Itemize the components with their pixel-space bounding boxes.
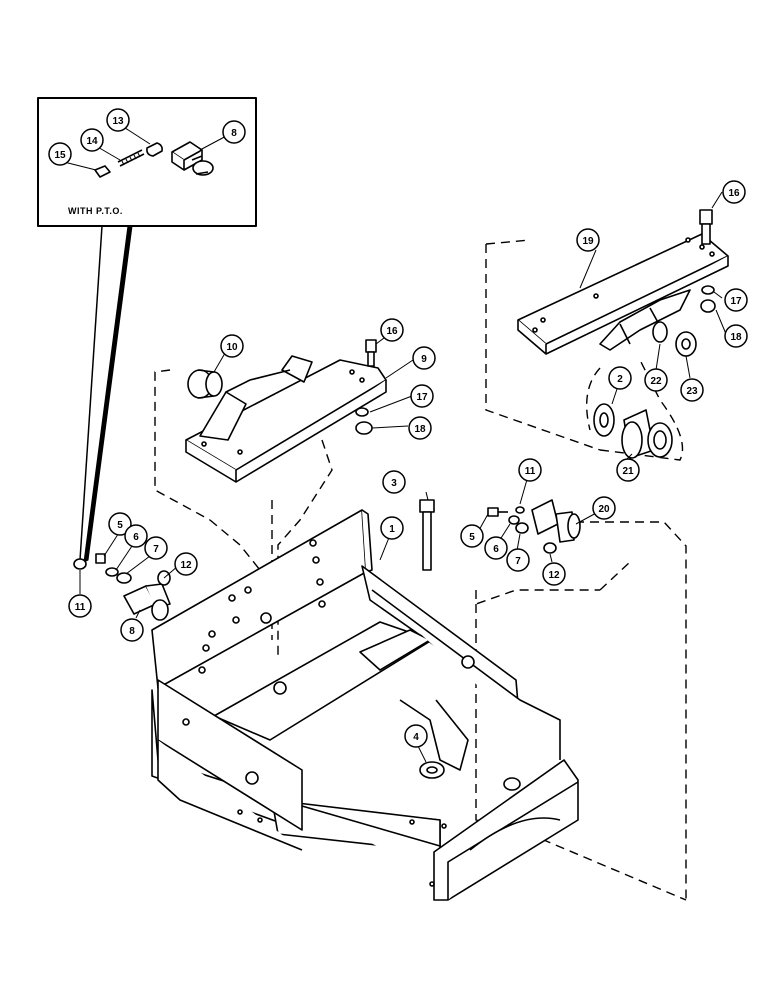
svg-text:9: 9 — [421, 354, 427, 365]
svg-text:4: 4 — [413, 732, 419, 743]
callout-7-left: 7 — [144, 536, 168, 560]
bushing-10 — [187, 369, 223, 399]
inset-pin-8 — [171, 141, 214, 176]
callout-5-right: 5 — [460, 524, 484, 548]
callout-19: 19 — [576, 228, 600, 252]
svg-text:17: 17 — [730, 296, 742, 307]
svg-text:13: 13 — [112, 116, 124, 127]
bushing-2-washers-21 — [593, 403, 673, 459]
svg-text:20: 20 — [598, 504, 610, 515]
svg-text:19: 19 — [582, 236, 594, 247]
callout-12-left: 12 — [174, 552, 198, 576]
svg-text:14: 14 — [86, 136, 98, 147]
svg-text:16: 16 — [386, 326, 398, 337]
callout-18-middle: 18 — [408, 416, 432, 440]
callout-17-middle: 17 — [410, 384, 434, 408]
svg-text:17: 17 — [416, 392, 428, 403]
callout-1: 1 — [380, 516, 404, 540]
long-bolt-3 — [419, 499, 435, 571]
bolt-16-upper — [699, 209, 713, 245]
svg-text:15: 15 — [54, 150, 66, 161]
callout-15: 15 — [48, 142, 72, 166]
svg-text:1: 1 — [389, 524, 395, 535]
callout-6-right: 6 — [484, 536, 508, 560]
leader-lines — [63, 125, 727, 763]
callout-23: 23 — [680, 378, 704, 402]
callout-13: 13 — [106, 108, 130, 132]
svg-text:23: 23 — [686, 386, 698, 397]
left-mount-bracket-9 — [185, 355, 387, 483]
callout-20: 20 — [592, 496, 616, 520]
svg-text:6: 6 — [493, 544, 499, 555]
callout-14: 14 — [80, 128, 104, 152]
callout-21: 21 — [616, 458, 640, 482]
callout-8-main: 8 — [120, 618, 144, 642]
svg-text:10: 10 — [226, 342, 238, 353]
callouts: 1 2 3 4 5 5 6 6 7 7 8 8 9 10 11 11 12 12… — [48, 108, 748, 748]
callout-11-left: 11 — [68, 594, 92, 618]
svg-text:12: 12 — [548, 570, 560, 581]
main-frame-1 — [151, 509, 579, 901]
svg-text:2: 2 — [617, 374, 623, 385]
bolt-16-middle — [365, 339, 377, 367]
inset-fitting-15 — [94, 165, 111, 178]
svg-text:16: 16 — [728, 188, 740, 199]
svg-text:5: 5 — [117, 520, 123, 531]
callout-3: 3 — [382, 470, 406, 494]
svg-text:11: 11 — [525, 466, 536, 477]
callout-5-left: 5 — [108, 512, 132, 536]
callout-16-middle: 16 — [380, 318, 404, 342]
svg-text:6: 6 — [133, 532, 139, 543]
svg-text:7: 7 — [153, 544, 159, 555]
nut-4 — [419, 761, 445, 779]
callout-17-right: 17 — [724, 288, 748, 312]
right-mount-bracket-19 — [517, 233, 729, 355]
callout-4: 4 — [404, 724, 428, 748]
svg-text:3: 3 — [391, 478, 397, 489]
svg-text:18: 18 — [730, 332, 742, 343]
callout-9: 9 — [412, 346, 436, 370]
svg-text:5: 5 — [469, 532, 475, 543]
svg-text:18: 18 — [414, 424, 426, 435]
svg-text:7: 7 — [515, 556, 521, 567]
callout-11-right: 11 — [518, 458, 542, 482]
washers-nuts-17-18 — [355, 285, 716, 435]
callout-18-right: 18 — [724, 324, 748, 348]
inset-label: WITH P.T.O. — [68, 206, 123, 216]
right-pin-assembly — [487, 499, 581, 554]
assembly-dashed-lines — [154, 239, 687, 901]
inset-elbow-13 — [146, 142, 163, 157]
callout-8-inset: 8 — [222, 120, 246, 144]
callout-7-right: 7 — [506, 548, 530, 572]
pto-inset: WITH P.T.O. — [37, 97, 257, 563]
washer-22-nut-23 — [652, 321, 697, 357]
callout-10: 10 — [220, 334, 244, 358]
left-pin-assembly — [73, 553, 171, 621]
svg-text:22: 22 — [650, 376, 662, 387]
svg-text:11: 11 — [75, 602, 86, 613]
svg-text:12: 12 — [180, 560, 192, 571]
callout-6-left: 6 — [124, 524, 148, 548]
callout-16-upper: 16 — [722, 180, 746, 204]
callout-22: 22 — [644, 368, 668, 392]
svg-text:8: 8 — [231, 128, 237, 139]
svg-text:21: 21 — [622, 466, 634, 477]
callout-12-right: 12 — [542, 562, 566, 586]
callout-2: 2 — [608, 366, 632, 390]
svg-text:8: 8 — [129, 626, 135, 637]
